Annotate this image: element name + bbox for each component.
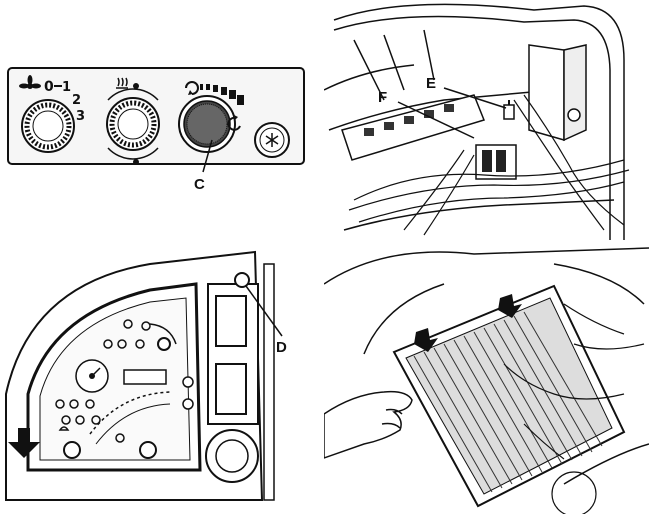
warning-light-icon <box>55 319 151 425</box>
callout-d-leader <box>245 285 283 337</box>
callout-d-label: D <box>276 339 287 356</box>
wiring-harness <box>348 94 630 236</box>
gauge-pivot <box>63 441 81 459</box>
rocker-switch[interactable] <box>215 295 247 347</box>
callout-f-leader <box>397 101 475 139</box>
hand <box>324 390 413 459</box>
warning-light-icon <box>58 426 70 431</box>
indicator-arrow <box>8 428 40 458</box>
connector <box>503 100 515 120</box>
callout-c-leader <box>202 139 213 173</box>
callout-e-label: E <box>426 75 436 92</box>
engine-bay-outline <box>324 247 649 485</box>
fan-speed-knob[interactable] <box>21 99 75 153</box>
heater-control-panel-figure: 0 1 2 3 <box>0 0 318 240</box>
cabin-filter-removal-figure <box>324 244 649 514</box>
fan-icon <box>19 75 41 89</box>
callout-f-label: F <box>378 89 387 106</box>
fan-speed-mark-1: 1 <box>62 80 71 95</box>
indicator-arrow <box>414 328 438 352</box>
recirculation-icon <box>185 81 199 95</box>
cluster-face <box>39 297 191 461</box>
temperature-knob[interactable] <box>106 97 160 151</box>
indicator-lamp <box>182 398 194 410</box>
rocker-switch[interactable] <box>215 363 247 415</box>
wiring-and-components <box>503 303 645 514</box>
indicator-lamp <box>234 272 250 288</box>
speedometer-gauge <box>89 391 171 459</box>
indicator-dot <box>133 83 139 89</box>
heater-icon <box>116 77 128 89</box>
fan-speed-mark-2: 2 <box>72 93 81 108</box>
trim-strip <box>263 263 275 501</box>
recirculation-scale <box>200 84 244 105</box>
fuse-block <box>475 144 517 180</box>
ignition-switch[interactable] <box>205 429 259 483</box>
relay-housing <box>341 94 486 161</box>
recirculation-icon <box>227 115 241 131</box>
fan-speed-mark-3: 3 <box>76 109 85 124</box>
bonnet-outline <box>324 3 625 240</box>
instrument-cluster-figure: D <box>0 244 318 514</box>
tachometer-gauge <box>149 323 177 351</box>
small-gauge <box>75 359 109 393</box>
indicator-dot <box>133 159 139 165</box>
callout-c-label: C <box>194 176 205 193</box>
fan-speed-mark-0: 0 <box>44 79 54 95</box>
engine-bay-relay-figure: E F <box>324 0 649 240</box>
recirculation-knob[interactable] <box>178 95 236 153</box>
callout-e-leader <box>443 87 507 109</box>
indicator-lamp <box>182 376 194 388</box>
bracket <box>528 44 587 142</box>
filter-pleats <box>413 311 603 493</box>
indicator-arrow <box>498 294 522 318</box>
snowflake-ac-icon <box>265 133 279 147</box>
lcd-display <box>123 369 167 385</box>
